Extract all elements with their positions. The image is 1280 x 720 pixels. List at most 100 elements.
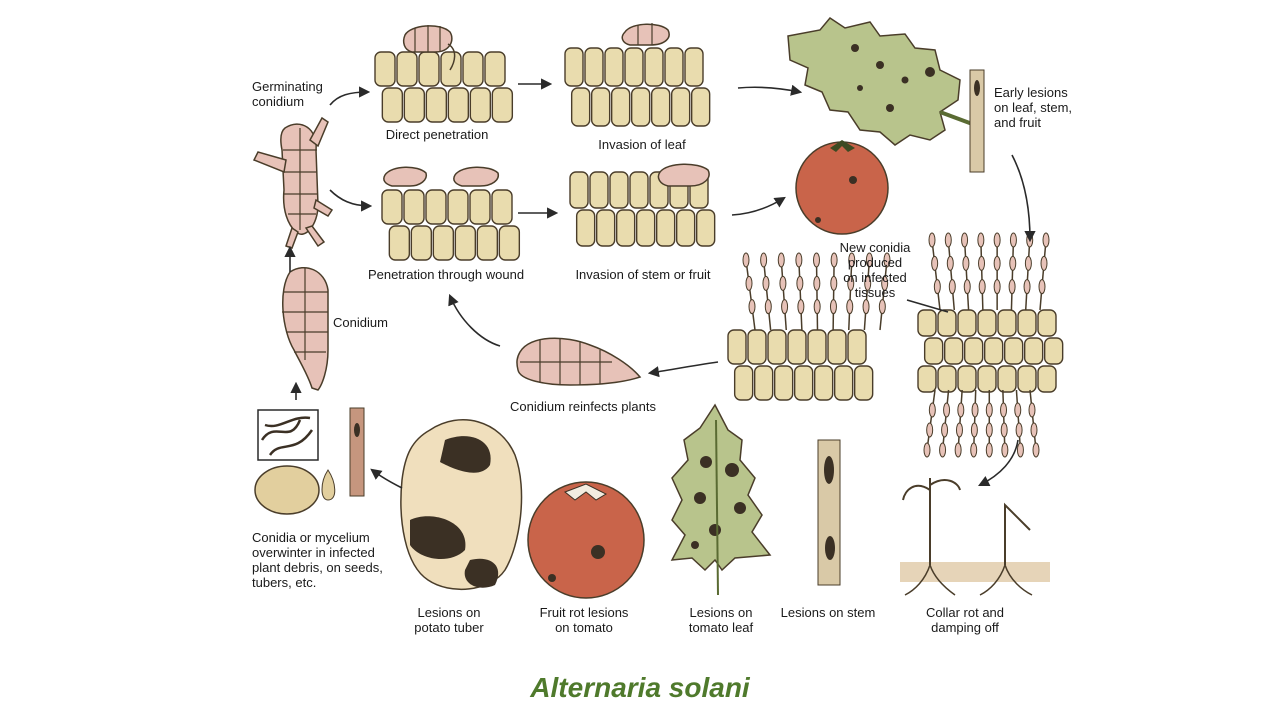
conidiophore: [1039, 239, 1047, 311]
plant-cell: [853, 365, 874, 401]
plant-cell: [917, 309, 937, 337]
plant-cell: [630, 87, 651, 127]
conidium-illustration: [282, 267, 329, 391]
conidium-in-chain: [762, 275, 770, 291]
conidiophore: [1015, 389, 1022, 451]
plant-cell: [807, 329, 827, 365]
conidium-in-chain: [978, 279, 986, 295]
conidium-in-chain: [742, 252, 750, 268]
plant-cell: [469, 87, 492, 123]
plant-cell: [847, 329, 867, 365]
label-line: Direct penetration: [386, 127, 489, 142]
label-line: and fruit: [994, 115, 1041, 130]
plant-cell: [624, 47, 644, 87]
conidium-in-chain: [1000, 402, 1008, 418]
label-line: produced: [848, 255, 902, 270]
conidiophore: [980, 239, 984, 311]
invasion-of-leaf-spore: [621, 23, 670, 46]
early-lesion-leaf-illustration: [787, 17, 985, 173]
conidium-in-chain: [1016, 442, 1024, 458]
plant-cell: [595, 209, 616, 247]
plant-cell: [570, 87, 591, 127]
conidiophore: [1002, 389, 1006, 451]
conidiophore: [931, 239, 941, 311]
plant-cell: [564, 47, 584, 87]
plant-cell: [963, 337, 984, 365]
plant-cell: [957, 309, 977, 337]
conidium-in-chain: [971, 402, 979, 418]
plant-cell: [943, 337, 964, 365]
conidium-in-chain: [955, 422, 963, 438]
plant-cell: [917, 365, 937, 393]
conidium-in-chain: [928, 232, 936, 248]
conidiophore: [972, 389, 977, 451]
conidiophore: [798, 259, 803, 331]
label-line: on infected: [843, 270, 907, 285]
conidium-in-chain: [928, 402, 936, 418]
plant-cell: [664, 47, 684, 87]
conidiophore: [863, 259, 871, 331]
conidium-in-chain: [764, 299, 772, 315]
new-conidia-tissue-illustration: [727, 329, 874, 401]
plant-cell: [997, 365, 1017, 393]
conidium-in-chain: [865, 252, 873, 268]
plant-cell: [425, 189, 447, 225]
conidiophore: [848, 259, 853, 331]
plant-cell: [425, 87, 448, 123]
conidium-in-chain: [864, 275, 872, 291]
conidium-in-chain: [745, 275, 753, 291]
label-direct-penetration: Direct penetration: [386, 127, 489, 142]
new-conidia-chains: [742, 252, 891, 331]
conidium-in-chain: [848, 252, 856, 268]
plant-cell: [983, 337, 1004, 365]
plant-cell: [833, 365, 854, 401]
plant-cell: [923, 337, 944, 365]
plant-cell: [388, 225, 411, 261]
plant-cell: [410, 225, 433, 261]
conidium-in-chain: [795, 252, 803, 268]
plant-cell: [589, 171, 609, 209]
conidiophore: [780, 259, 787, 331]
cycle-arrows: [284, 78, 1036, 489]
conidiophore: [879, 259, 888, 331]
lesion-stem-illustration: [817, 439, 841, 586]
plant-cell: [569, 171, 589, 209]
plant-cell: [447, 87, 470, 123]
plant-cell: [644, 47, 664, 87]
label-line: Lesions on: [690, 605, 753, 620]
germinating-conidium-illustration: [252, 116, 334, 249]
conidium-in-chain: [993, 232, 1001, 248]
conidium-in-chain: [797, 299, 805, 315]
plant-cell: [381, 87, 404, 123]
conidiophore: [957, 389, 963, 451]
conidium-in-chain: [1015, 422, 1023, 438]
plant-cell: [615, 209, 636, 247]
label-line: on tomato: [555, 620, 613, 635]
conidium-in-chain: [847, 275, 855, 291]
conidium-in-chain: [813, 299, 821, 315]
conidium-in-chain: [962, 255, 970, 271]
penetration-wound-spores: [383, 166, 500, 187]
plant-cell: [1037, 309, 1057, 337]
label-invasion-of-leaf: Invasion of leaf: [598, 137, 686, 152]
conidiophore: [745, 259, 756, 331]
label-line: on leaf, stem,: [994, 100, 1072, 115]
conidium-in-chain: [978, 255, 986, 271]
plant-cell: [462, 51, 484, 87]
conidium-in-chain: [944, 232, 952, 248]
conidium-in-chain: [993, 279, 1001, 295]
conidium-in-chain: [1042, 232, 1050, 248]
label-line: Early lesions: [994, 85, 1068, 100]
label-line: tissues: [855, 285, 896, 300]
plant-cell: [957, 365, 977, 393]
conidiophore: [762, 259, 772, 331]
label-line: Lesions on: [418, 605, 481, 620]
plant-cell: [793, 365, 814, 401]
plant-cell: [609, 171, 629, 209]
conidium-in-chain: [813, 252, 820, 268]
conidium-in-chain: [1000, 422, 1008, 438]
plant-cell: [787, 329, 807, 365]
plant-cell: [767, 329, 787, 365]
